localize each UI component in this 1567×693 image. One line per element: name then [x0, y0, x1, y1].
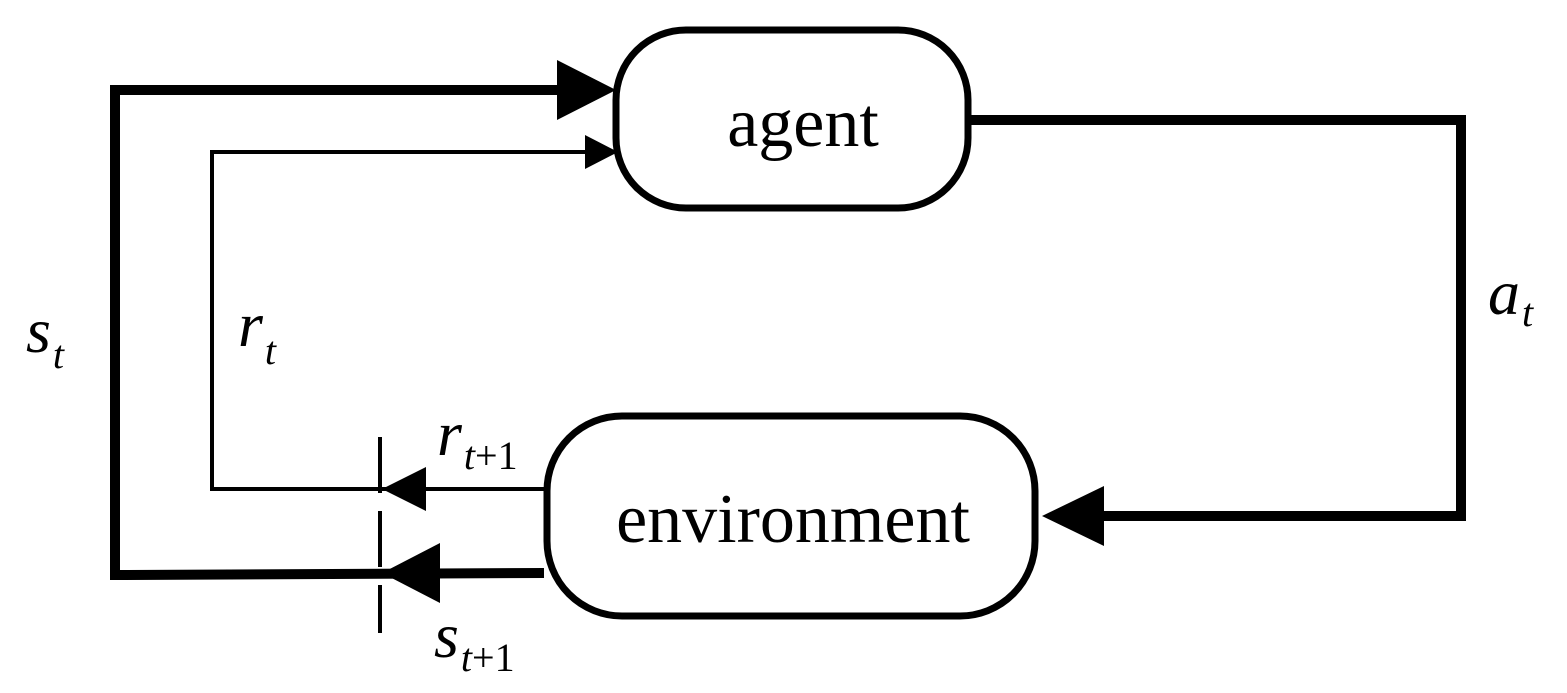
reward-next-label: rt+1: [437, 398, 518, 478]
reward-line: [210, 150, 585, 491]
action-line: [970, 115, 1466, 521]
environment-label: environment: [616, 481, 970, 558]
state-next-arrowhead: [382, 543, 440, 603]
state-next-label: st+1: [434, 600, 515, 680]
reward-next-arrowhead: [382, 467, 426, 511]
reward-arrowhead: [585, 135, 618, 169]
reward-current-label: rt: [238, 289, 277, 373]
agent-box: [612, 26, 972, 212]
state-current-label: st: [26, 295, 65, 377]
action-arrowhead: [1042, 486, 1104, 546]
state-line: [110, 85, 560, 581]
state-arrowhead: [557, 60, 616, 120]
action-current-label: at: [1488, 257, 1534, 335]
environment-box: [543, 412, 1039, 620]
agent-label: agent: [727, 85, 879, 162]
